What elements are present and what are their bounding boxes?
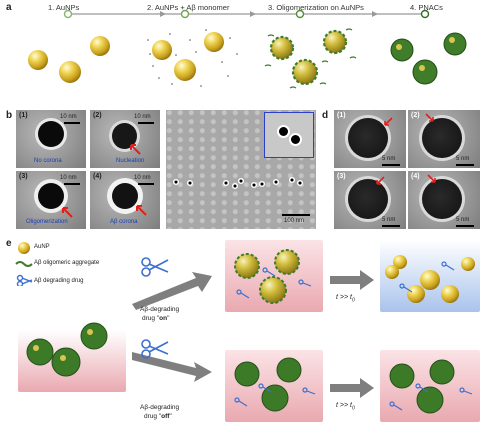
timeline-node-1	[63, 9, 73, 19]
stage2-monomers	[147, 29, 238, 87]
panel-b3-number: (3)	[19, 173, 28, 180]
time-label-top: t >> t0	[336, 294, 355, 304]
panel-d-letter: d	[322, 110, 329, 121]
nanoparticle	[112, 183, 138, 209]
legend-aunp: AuNP	[34, 244, 50, 250]
drug-off-final-pnacs	[389, 359, 473, 414]
stage3-aunps	[269, 29, 348, 86]
nanoparticle	[38, 121, 64, 147]
panel-a-figure	[28, 9, 467, 89]
panel-d4-scale-text: 5 nm	[456, 217, 470, 223]
drug-on-middle-pnacs	[234, 249, 312, 304]
timeline-arrow-3	[372, 11, 378, 17]
panel-b3-image: (3) 10 nm Oligomerization	[16, 171, 86, 229]
panel-a-letter: a	[6, 2, 12, 13]
oligomer-legend-icon	[15, 261, 33, 267]
timeline-arrow-2	[250, 11, 256, 17]
red-arrow-icon	[136, 205, 147, 216]
panel-d3-image: (3) 5 nm	[334, 171, 406, 229]
panel-b4-scale-text: 10 nm	[134, 175, 151, 181]
panel-b3-caption: Oligomerization	[26, 219, 68, 225]
step-2-label: 2. AuNPs + Aβ monomer	[147, 3, 230, 12]
panel-c-particles	[172, 176, 304, 190]
panel-d2-scale-text: 5 nm	[456, 156, 470, 162]
initial-pnacs	[26, 322, 108, 377]
scale-bar	[382, 225, 400, 227]
step-4-label: 4. PNACs	[410, 3, 443, 12]
panel-b1-image: (1) 10 nm No corona	[16, 110, 86, 168]
panel-d1-scale-text: 5 nm	[382, 156, 396, 162]
drug-legend-icon	[16, 274, 33, 286]
panel-b2-image: (2) 10 nm Nucleation	[90, 110, 160, 168]
nanoparticle	[38, 183, 64, 209]
legend-drug: Aβ degrading drug	[34, 278, 84, 284]
stage3-oligomers	[264, 28, 357, 89]
scale-bar	[138, 122, 154, 124]
drug-off-line2: drug "off"	[144, 413, 172, 420]
panel-b1-caption: No corona	[34, 158, 62, 164]
time-arrow-top	[330, 270, 374, 290]
scale-bar	[456, 164, 474, 166]
scale-bar	[64, 183, 80, 185]
panel-b3-scale-text: 10 nm	[60, 175, 77, 181]
panel-b2-number: (2)	[93, 112, 102, 119]
legend-icons	[15, 242, 33, 286]
legend-oligomer: Aβ oligomeric aggregate	[34, 260, 100, 266]
panel-b1-number: (1)	[19, 112, 28, 119]
drug-on-line1: Aβ-degrading	[140, 306, 180, 313]
timeline-node-2	[180, 9, 190, 19]
stage4-pnacs	[390, 32, 467, 85]
panel-b-letter: b	[6, 110, 13, 121]
drug-on-line2: drug "on"	[142, 315, 170, 322]
panel-b2-caption: Nucleation	[116, 158, 145, 164]
panel-b4-number: (4)	[93, 173, 102, 180]
panel-d2-image: (2) 5 nm	[408, 110, 480, 168]
red-arrow-icon	[62, 207, 73, 218]
scissors-icon	[141, 257, 169, 277]
red-arrow-icon	[425, 113, 434, 122]
scale-bar	[138, 183, 154, 185]
panel-b4-caption: Aβ corona	[110, 219, 138, 225]
panel-b1-scale-text: 10 nm	[60, 114, 77, 120]
panel-d3-scale-text: 5 nm	[382, 217, 396, 223]
panel-d2-number: (2)	[411, 112, 420, 119]
scissors-icon	[141, 339, 169, 359]
stage1-aunps	[28, 36, 110, 83]
timeline-node-3	[295, 9, 305, 19]
time-arrow-bottom	[330, 378, 374, 398]
scale-bar	[64, 122, 80, 124]
stage2-aunps	[152, 32, 224, 81]
panel-d4-image: (4) 5 nm	[408, 171, 480, 229]
drug-off-middle-pnacs	[234, 357, 316, 412]
panel-c-scale-text: 100 nm	[284, 218, 305, 224]
scale-bar	[456, 225, 474, 227]
red-arrow-icon	[384, 117, 393, 126]
timeline-arrow-1	[160, 11, 166, 17]
time-label-bottom: t >> t0	[336, 402, 355, 412]
aunp-legend-icon	[18, 242, 30, 254]
red-arrow-icon	[427, 174, 436, 183]
drug-on-arrow	[132, 272, 212, 310]
drug-off-line1: Aβ-degrading	[140, 404, 180, 411]
scale-bar	[282, 214, 310, 216]
red-arrow-icon	[376, 176, 385, 185]
panel-b4-image: (4) 10 nm Aβ corona	[90, 171, 160, 229]
panel-d1-number: (1)	[337, 112, 346, 119]
panel-c-image: 100 nm	[166, 110, 316, 229]
panel-d1-image: (1) 5 nm	[334, 110, 406, 168]
timeline-node-4	[420, 9, 430, 19]
panel-d4-number: (4)	[411, 173, 420, 180]
panel-e-letter: e	[6, 238, 12, 249]
drug-on-final-aunps	[385, 255, 475, 303]
red-arrow-icon	[130, 144, 141, 155]
panel-b2-scale-text: 10 nm	[134, 114, 151, 120]
step-1-label: 1. AuNPs	[48, 3, 80, 12]
drug-off-arrow	[132, 352, 212, 382]
panel-c-inset	[264, 112, 314, 158]
panel-d3-number: (3)	[337, 173, 346, 180]
step-3-label: 3. Oligomerization on AuNPs	[268, 3, 364, 12]
scale-bar	[382, 164, 400, 166]
